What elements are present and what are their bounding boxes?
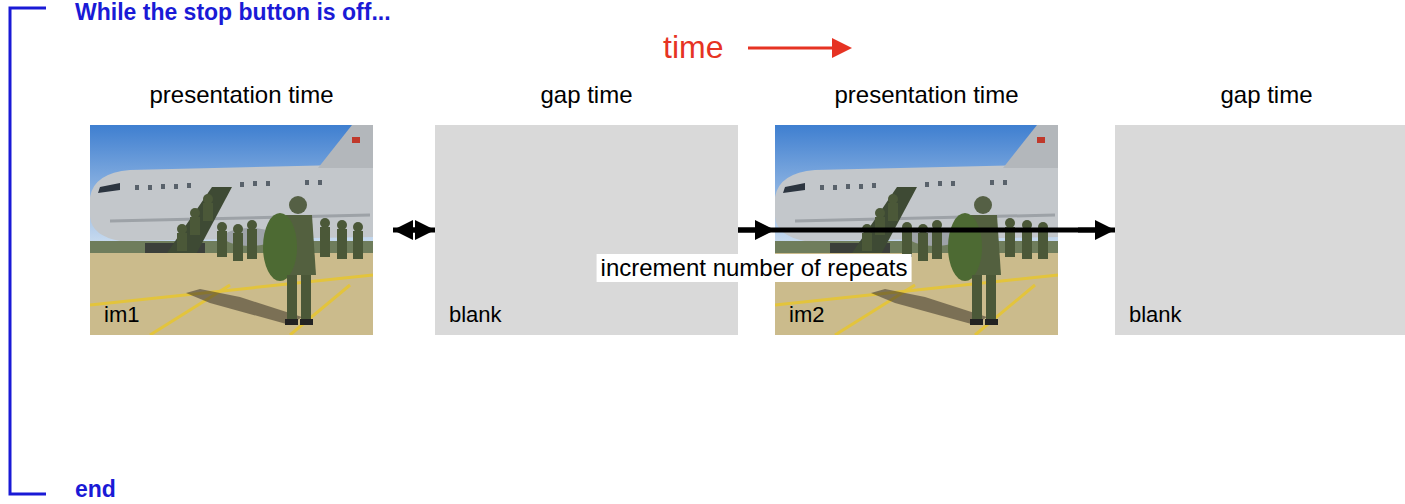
image-panel: presentation timeim1 (90, 125, 393, 335)
panel-heading: presentation time (90, 81, 393, 109)
time-label: time (663, 29, 723, 66)
panel-label: blank (449, 302, 502, 328)
panel-label: im2 (789, 302, 824, 328)
loop-bracket (10, 8, 46, 494)
time-arrow (748, 47, 832, 50)
flow-arrow (393, 228, 415, 233)
panel-heading: presentation time (775, 81, 1078, 109)
airplane-photo (90, 125, 373, 335)
loop-condition: While the stop button is off... (75, 0, 391, 26)
image-panel: presentation timeim2 (775, 125, 1078, 335)
edge-label: increment number of repeats (597, 254, 912, 282)
panel-label: im1 (104, 302, 139, 328)
blank-panel: gap timeblank (435, 125, 738, 335)
panel-heading: gap time (1115, 81, 1405, 109)
panel-heading: gap time (435, 81, 738, 109)
panel-label: blank (1129, 302, 1182, 328)
loop-end: end (75, 476, 116, 503)
blank-panel: gap timeblank (1115, 125, 1405, 335)
